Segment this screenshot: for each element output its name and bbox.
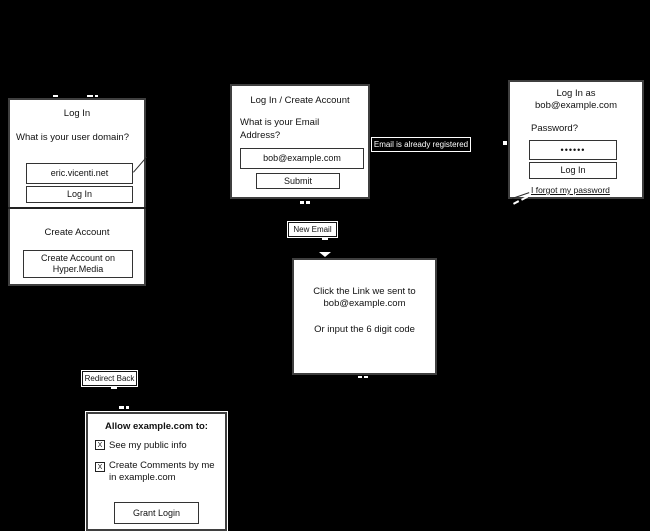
email-question: What is your Email Address?: [240, 117, 320, 141]
section-divider: [8, 207, 146, 209]
arrowhead-mark: [358, 376, 362, 378]
create-account-button[interactable]: Create Account on Hyper.Media: [23, 250, 133, 278]
password-card: Log In as bob@example.com Password? ••••…: [508, 80, 644, 199]
arrowhead-mark: [503, 141, 507, 145]
arrowhead-mark: [111, 387, 117, 389]
card-title: Log In: [63, 108, 91, 119]
login-button[interactable]: Log In: [529, 162, 617, 179]
arrowhead-mark: [322, 238, 328, 240]
email-entry-card: Log In / Create Account What is your Ema…: [230, 84, 370, 199]
link-sent-line2: bob@example.com: [323, 298, 406, 309]
digit-code-line: Or input the 6 digit code: [314, 324, 415, 335]
checkbox-see-public-info[interactable]: X: [95, 440, 105, 450]
arrowhead-mark: [95, 95, 98, 97]
card-title: Allow example.com to:: [105, 421, 208, 432]
email-input[interactable]: bob@example.com: [240, 148, 364, 169]
login-domain-card: Log In What is your user domain? eric.vi…: [8, 98, 146, 286]
grant-login-button[interactable]: Grant Login: [114, 502, 199, 524]
grant-access-card: Allow example.com to: X See my public in…: [86, 412, 227, 531]
domain-question: What is your user domain?: [16, 132, 129, 143]
login-button[interactable]: Log In: [26, 186, 133, 203]
arrowhead-mark: [126, 406, 129, 409]
connector-dash: [513, 200, 520, 205]
arrowhead-mark: [300, 201, 304, 204]
submit-button[interactable]: Submit: [256, 173, 340, 189]
forgot-password-link[interactable]: I forgot my password: [531, 185, 610, 195]
link-sent-line1: Click the Link we sent to: [313, 286, 416, 297]
edge-label-redirect-back: Redirect Back: [82, 371, 137, 386]
card-title: Log In / Create Account: [250, 95, 350, 106]
edge-label-email-registered: Email is already registered: [371, 137, 471, 152]
arrowhead-icon: [319, 252, 331, 257]
arrowhead-mark: [306, 201, 310, 204]
domain-input[interactable]: eric.vicenti.net: [26, 163, 133, 184]
arrowhead-mark: [87, 95, 93, 97]
card-title-line2: bob@example.com: [535, 100, 617, 111]
arrowhead-mark: [119, 406, 124, 409]
card-title-line1: Log In as: [556, 88, 596, 99]
arrowhead-mark: [364, 376, 368, 378]
arrowhead-mark: [53, 95, 58, 97]
password-question: Password?: [531, 123, 578, 134]
edge-label-new-email: New Email: [288, 222, 337, 237]
create-account-title: Create Account: [44, 227, 110, 238]
checkbox-create-comments-label: Create Comments by me in example.com: [109, 460, 215, 483]
password-input[interactable]: ••••••: [529, 140, 617, 160]
email-link-card: Click the Link we sent to bob@example.co…: [292, 258, 437, 375]
checkbox-create-comments[interactable]: X: [95, 462, 105, 472]
checkbox-see-public-info-label: See my public info: [109, 440, 187, 451]
